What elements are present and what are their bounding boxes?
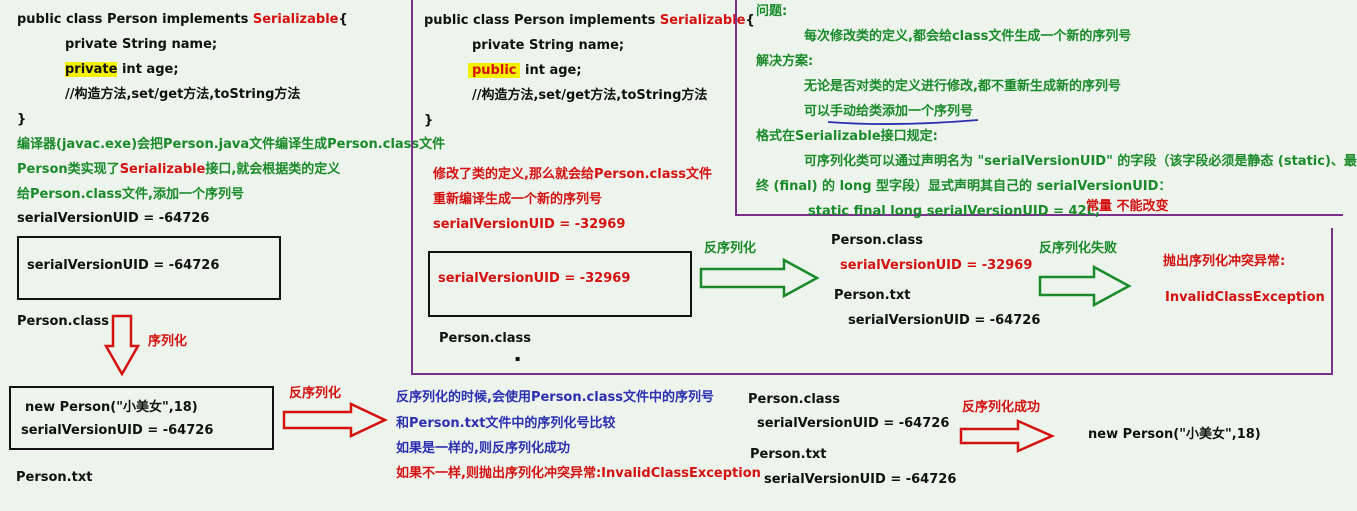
problem-bottom-divider xyxy=(735,214,1343,216)
middle-code-line2: private String name; xyxy=(472,38,625,53)
fail-txt-uid: serialVersionUID = -64726 xyxy=(848,313,1041,328)
left-compile-line2: Person类实现了Serializable接口,就会根据类的定义 xyxy=(17,162,341,177)
success-result: new Person("小美女",18) xyxy=(1088,427,1261,442)
format-line1: 可序列化类可以通过声明名为 "serialVersionUID" 的字段（该字段… xyxy=(804,154,1357,169)
left-class-box: serialVersionUID = -64726 xyxy=(17,236,281,300)
left-code-line3: private int age; xyxy=(65,62,179,77)
deser-fail-label: 反序列化失败 xyxy=(1039,241,1118,256)
deser-fail-result-arrow xyxy=(1038,264,1132,308)
solution-title: 解决方案: xyxy=(756,54,814,69)
left-code-line1: public class Person implements Serializa… xyxy=(17,12,348,27)
left-private-keyword: private xyxy=(65,62,118,77)
deser-bottom-arrow xyxy=(282,402,388,438)
explain-line2: 和Person.txt文件中的序列化号比较 xyxy=(396,416,616,431)
middle-modify-line2: 重新编译生成一个新的序列号 xyxy=(433,192,603,207)
explain-line4: 如果不一样,则抛出序列化冲突异常:InvalidClassException xyxy=(396,466,761,481)
deser-success-arrow xyxy=(959,419,1056,453)
deser-success-label: 反序列化成功 xyxy=(962,400,1041,415)
middle-left-divider xyxy=(411,0,413,375)
solution-line1: 无论是否对类的定义进行修改,都不重新生成新的序列号 xyxy=(804,79,1121,94)
left-txt-box: new Person("小美女",18) serialVersionUID = … xyxy=(9,386,274,450)
middle-code-line5: } xyxy=(424,113,434,128)
throw-label: 抛出序列化冲突异常: xyxy=(1163,254,1286,269)
explain-line1: 反序列化的时候,会使用Person.class文件中的序列号 xyxy=(396,390,714,405)
middle-dot: ▪ xyxy=(515,354,521,363)
middle-code-line3: public int age; xyxy=(468,63,582,79)
middle-code-line1: public class Person implements Serializa… xyxy=(424,13,755,28)
middle-class-box-uid: serialVersionUID = -32969 xyxy=(438,271,631,286)
left-compile-line1: 编译器(javac.exe)会把Person.java文件编译生成Person.… xyxy=(17,137,446,152)
left-code-line5: } xyxy=(17,112,27,127)
deser-bottom-arrow-label: 反序列化 xyxy=(289,386,342,401)
serialize-down-arrow xyxy=(103,314,141,377)
left-person-txt-label: Person.txt xyxy=(16,470,93,485)
success-txt-uid: serialVersionUID = -64726 xyxy=(764,472,957,487)
middle-modify-line1: 修改了类的定义,那么就会给Person.class文件 xyxy=(433,167,712,182)
fail-person-class-label: Person.class xyxy=(831,233,924,248)
problem-title: 问题: xyxy=(756,4,788,19)
middle-public-keyword: public xyxy=(468,63,521,78)
success-person-class-label: Person.class xyxy=(748,392,841,407)
left-uid: serialVersionUID = -64726 xyxy=(17,211,210,226)
middle-right-divider xyxy=(1331,228,1333,375)
format-note: 常量 不能改变 xyxy=(1086,199,1169,214)
left-txt-box-line1: new Person("小美女",18) xyxy=(25,400,198,415)
problem-left-divider xyxy=(735,0,737,216)
left-code-line2: private String name; xyxy=(65,37,218,52)
solution-underline xyxy=(827,119,979,125)
format-title: 格式在Serializable接口规定: xyxy=(756,129,938,144)
solution-line2: 可以手动给类添加一个序列号 xyxy=(804,104,974,119)
middle-class-box: serialVersionUID = -32969 xyxy=(428,251,692,317)
format-line3: static final long serialVersionUID = 42L… xyxy=(808,204,1101,219)
middle-bottom-divider xyxy=(411,373,1333,375)
left-txt-box-line2: serialVersionUID = -64726 xyxy=(21,423,214,438)
serialize-label: 序列化 xyxy=(148,334,188,349)
middle-modify-line3: serialVersionUID = -32969 xyxy=(433,217,626,232)
explain-line3: 如果是一样的,则反序列化成功 xyxy=(396,441,570,456)
middle-code-line4: //构造方法,set/get方法,toString方法 xyxy=(472,88,708,103)
deser-fail-arrow-label: 反序列化 xyxy=(704,241,757,256)
format-line2: 终 (final) 的 long 型字段）显式声明其自己的 serialVers… xyxy=(756,179,1172,194)
fail-class-uid: serialVersionUID = -32969 xyxy=(840,258,1033,273)
success-class-uid: serialVersionUID = -64726 xyxy=(757,416,950,431)
success-person-txt-label: Person.txt xyxy=(750,447,827,462)
left-person-class-label: Person.class xyxy=(17,314,110,329)
left-class-box-uid: serialVersionUID = -64726 xyxy=(27,258,220,273)
problem-desc: 每次修改类的定义,都会给class文件生成一个新的序列号 xyxy=(804,29,1132,44)
left-compile-line3: 给Person.class文件,添加一个序列号 xyxy=(17,187,244,202)
left-code-line4: //构造方法,set/get方法,toString方法 xyxy=(65,87,301,102)
fail-person-txt-label: Person.txt xyxy=(834,288,911,303)
exception-label: InvalidClassException xyxy=(1165,290,1325,305)
deser-fail-arrow xyxy=(699,257,820,299)
middle-person-class-label: Person.class xyxy=(439,331,532,346)
